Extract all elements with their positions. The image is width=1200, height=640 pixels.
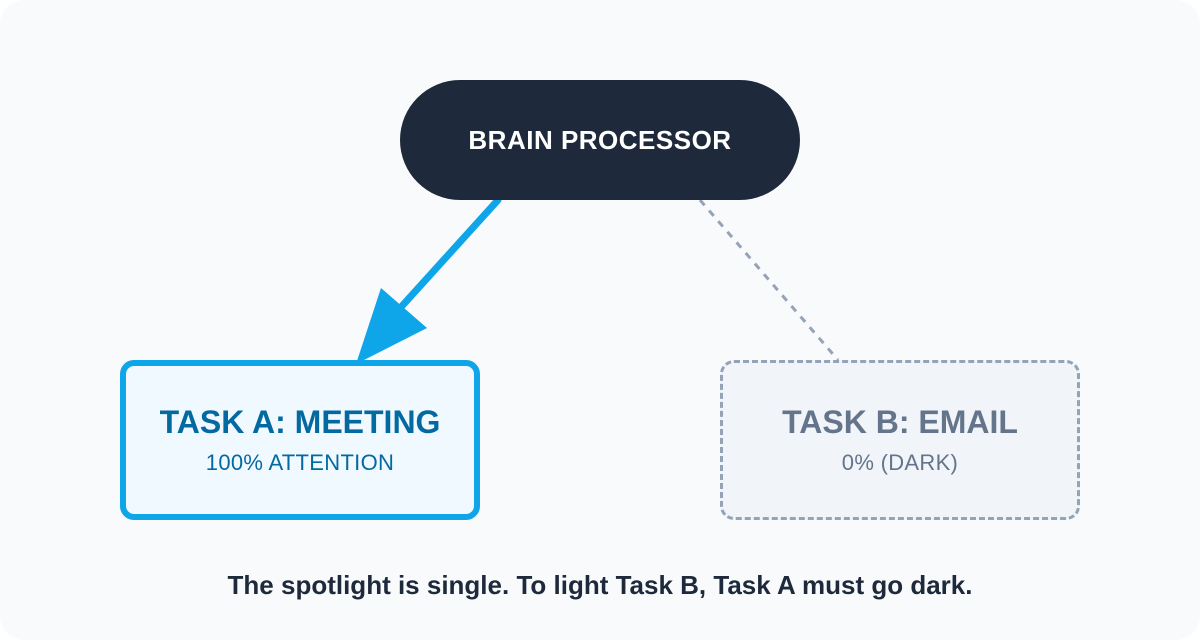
processor-label: BRAIN PROCESSOR [468,124,732,155]
task-b-title: TASK B: EMAIL [782,404,1018,440]
task-b-status: 0% (DARK) [841,450,959,475]
task-a-title: TASK A: MEETING [159,404,441,440]
task-a-status: 100% ATTENTION [205,450,395,475]
task-b-box: TASK B: EMAIL 0% (DARK) [720,360,1080,520]
arrowhead-icon [356,288,427,364]
caption: The spotlight is single. To light Task B… [227,570,973,600]
task-a-box: TASK A: MEETING 100% ATTENTION [120,360,480,520]
brain-processor-node: BRAIN PROCESSOR [400,80,800,200]
active-connector [398,196,502,310]
inactive-connector [698,199,840,361]
